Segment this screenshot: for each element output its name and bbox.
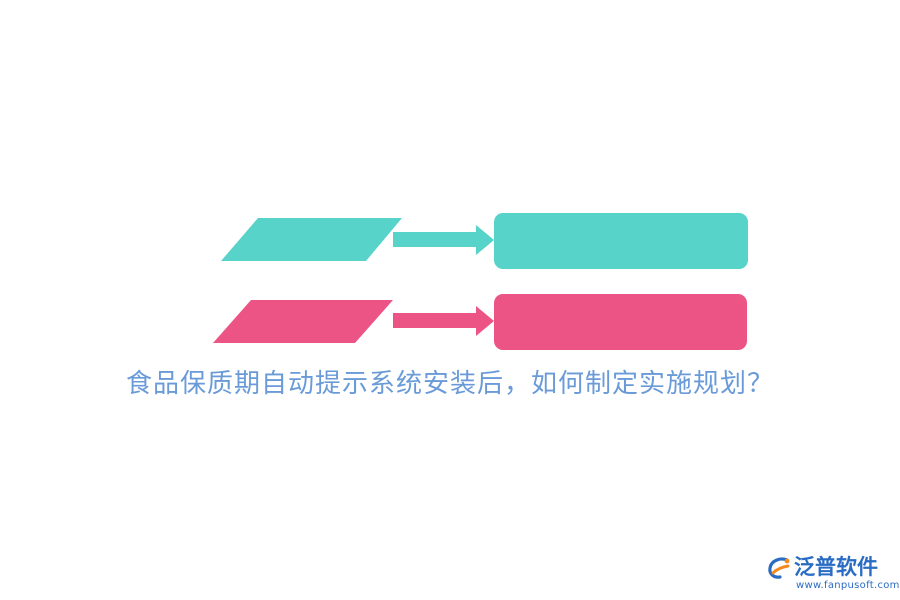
row-2-box <box>494 294 747 350</box>
logo-name: 泛普软件 <box>794 555 878 579</box>
headline: 食品保质期自动提示系统安装后，如何制定实施规划？ <box>125 369 774 399</box>
logo-url: www.fanpusoft.com <box>796 580 900 591</box>
logo-swoosh-blue <box>768 557 789 579</box>
logo-dot <box>784 558 790 564</box>
row-2-arrow-shaft <box>393 313 477 328</box>
row-1-parallelogram <box>221 218 402 261</box>
row-1-arrow-shaft <box>393 232 477 247</box>
fanpu-logo-icon <box>768 557 790 579</box>
row-2-arrow <box>393 306 494 336</box>
row-2-arrow-head <box>476 306 494 336</box>
brand-logo: 泛普软件 www.fanpusoft.com <box>766 552 899 596</box>
row-2-parallelogram <box>213 300 393 343</box>
row-1-arrow <box>393 225 494 255</box>
row-1-arrow-head <box>476 225 494 255</box>
row-1-box <box>494 213 748 269</box>
logo-swoosh-orange <box>771 564 790 575</box>
